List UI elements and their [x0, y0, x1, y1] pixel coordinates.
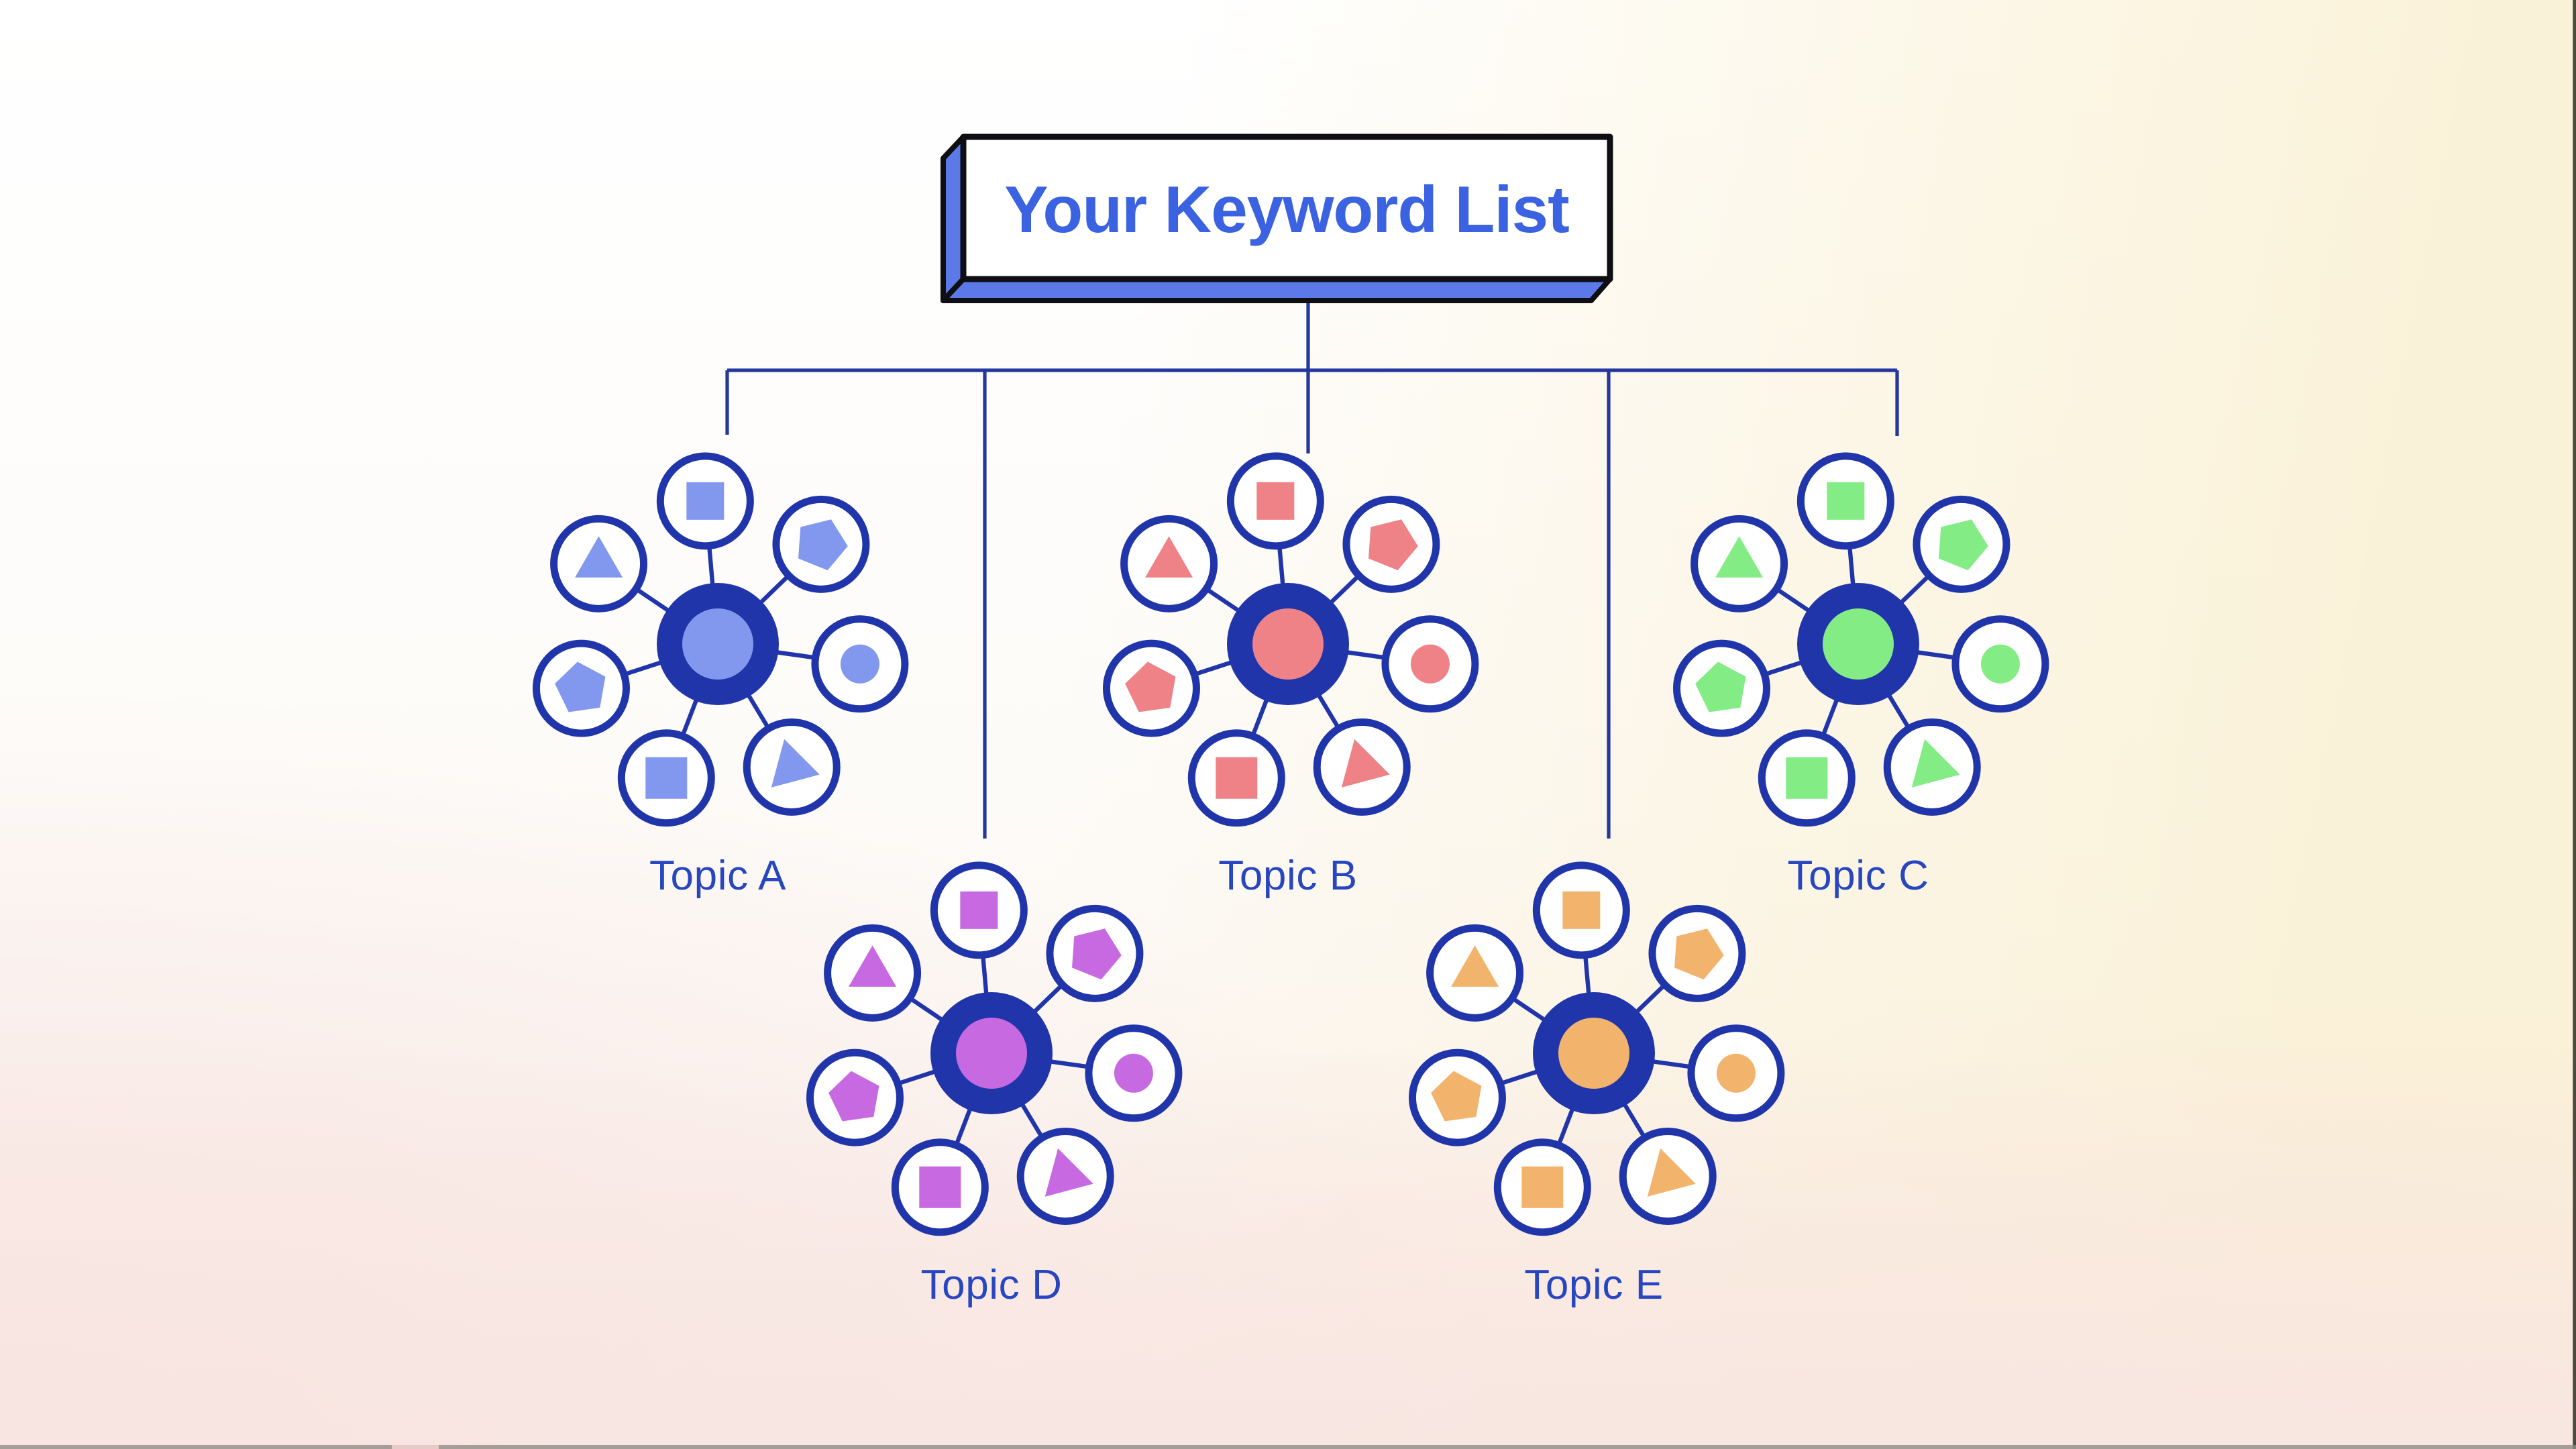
keyword-pentagon-shape [1125, 661, 1176, 712]
keyword-square-shape [1521, 1166, 1564, 1208]
page-title: Your Keyword List [1004, 172, 1569, 246]
keyword-pentagon-shape [1674, 928, 1724, 980]
keyword-satellite [1951, 615, 2049, 713]
keyword-square-shape [1256, 482, 1295, 520]
keyword-triangle-shape [1911, 739, 1960, 788]
keyword-satellite [811, 615, 909, 713]
title-box-bottom-side [941, 276, 1613, 303]
topic-a-cluster [532, 452, 909, 827]
keyword-triangle-shape [1044, 1148, 1093, 1197]
topic-hub-core [682, 608, 753, 680]
topic-a-label: Topic A [649, 853, 786, 899]
keyword-satellite [1102, 639, 1200, 737]
keyword-triangle-shape [1647, 1148, 1696, 1197]
bottom-edge-artifact-gap [392, 1445, 439, 1449]
topic-e-label: Topic E [1524, 1262, 1664, 1308]
keyword-satellite [772, 495, 870, 593]
keyword-pentagon-shape [798, 519, 848, 571]
title-box: Your Keyword List [941, 133, 1613, 303]
keyword-satellite [1313, 718, 1411, 816]
keyword-satellite [824, 924, 922, 1022]
keyword-pentagon-shape [828, 1071, 879, 1122]
keyword-triangle-shape [771, 739, 820, 788]
keyword-satellite [1672, 639, 1770, 737]
topic-b-cluster [1102, 452, 1479, 827]
topic-b-label: Topic B [1218, 853, 1358, 899]
keyword-satellite [806, 1049, 904, 1146]
keyword-square-shape [1216, 757, 1258, 799]
keyword-pentagon-shape [1695, 661, 1746, 712]
connector-tree [725, 282, 1899, 839]
keyword-triangle-shape [1145, 536, 1193, 578]
keyword-satellite [1046, 904, 1144, 1002]
keyword-pentagon-shape [1368, 519, 1418, 571]
keyword-circle-shape [1980, 644, 2020, 684]
keyword-square-shape [960, 891, 998, 929]
keyword-circle-shape [1114, 1053, 1153, 1093]
topic-c-cluster [1672, 452, 2049, 827]
keyword-satellite [930, 861, 1028, 959]
keyword-square-shape [919, 1166, 961, 1208]
keyword-satellite [1648, 904, 1746, 1002]
topic-d-cluster [806, 861, 1183, 1236]
keyword-triangle-shape [1341, 739, 1390, 788]
keyword-satellite [1687, 1024, 1785, 1122]
keyword-circle-shape [1410, 644, 1450, 684]
keyword-satellite [1532, 861, 1630, 959]
keyword-satellite [1619, 1127, 1717, 1225]
keyword-circle-shape [840, 644, 879, 684]
keyword-satellite [1913, 495, 2010, 593]
keyword-satellite [1187, 729, 1285, 827]
keyword-square-shape [1827, 482, 1865, 520]
topic-hub-core [1558, 1018, 1629, 1089]
keyword-satellite [1381, 615, 1479, 713]
keyword-satellite [617, 729, 715, 827]
keyword-satellite [1690, 515, 1788, 612]
keyword-satellite [1342, 495, 1440, 593]
topic-d-label: Topic D [921, 1262, 1063, 1308]
keyword-satellite [550, 515, 648, 612]
keyword-pentagon-shape [1072, 928, 1122, 980]
topic-e-cluster [1408, 861, 1785, 1236]
keyword-satellite [1408, 1049, 1506, 1146]
topic-hub-core [1252, 608, 1324, 680]
keyword-triangle-shape [575, 536, 623, 578]
keyword-triangle-shape [1451, 945, 1499, 987]
topic-hub-core [1823, 608, 1894, 680]
keyword-square-shape [645, 757, 688, 799]
keyword-pentagon-shape [555, 661, 606, 712]
keyword-satellite [1226, 452, 1324, 550]
keyword-satellite [1016, 1127, 1114, 1225]
keyword-square-shape [1562, 891, 1601, 929]
keyword-satellite [1120, 515, 1218, 612]
keyword-triangle-shape [849, 945, 897, 987]
keyword-satellite [1493, 1138, 1591, 1236]
keyword-satellite [1883, 718, 1981, 816]
keyword-pentagon-shape [1431, 1071, 1482, 1122]
keyword-satellite [656, 452, 754, 550]
keyword-satellite [743, 718, 841, 816]
title-box-face [960, 133, 1613, 282]
topic-hub-core [956, 1018, 1027, 1089]
keyword-satellite [1426, 924, 1524, 1022]
keyword-triangle-shape [1715, 536, 1764, 578]
keyword-pentagon-shape [1939, 519, 1988, 571]
keyword-square-shape [1786, 757, 1828, 799]
topic-c-label: Topic C [1788, 853, 1929, 899]
keyword-square-shape [686, 482, 724, 520]
keyword-circle-shape [1716, 1053, 1756, 1093]
keyword-satellite [1758, 729, 1856, 827]
keyword-satellite [532, 639, 630, 737]
keyword-satellite [1796, 452, 1894, 550]
right-edge-artifact [2573, 0, 2576, 1449]
bottom-edge-artifact [0, 1445, 2576, 1449]
keyword-satellite [1085, 1024, 1183, 1122]
keyword-satellite [891, 1138, 989, 1236]
